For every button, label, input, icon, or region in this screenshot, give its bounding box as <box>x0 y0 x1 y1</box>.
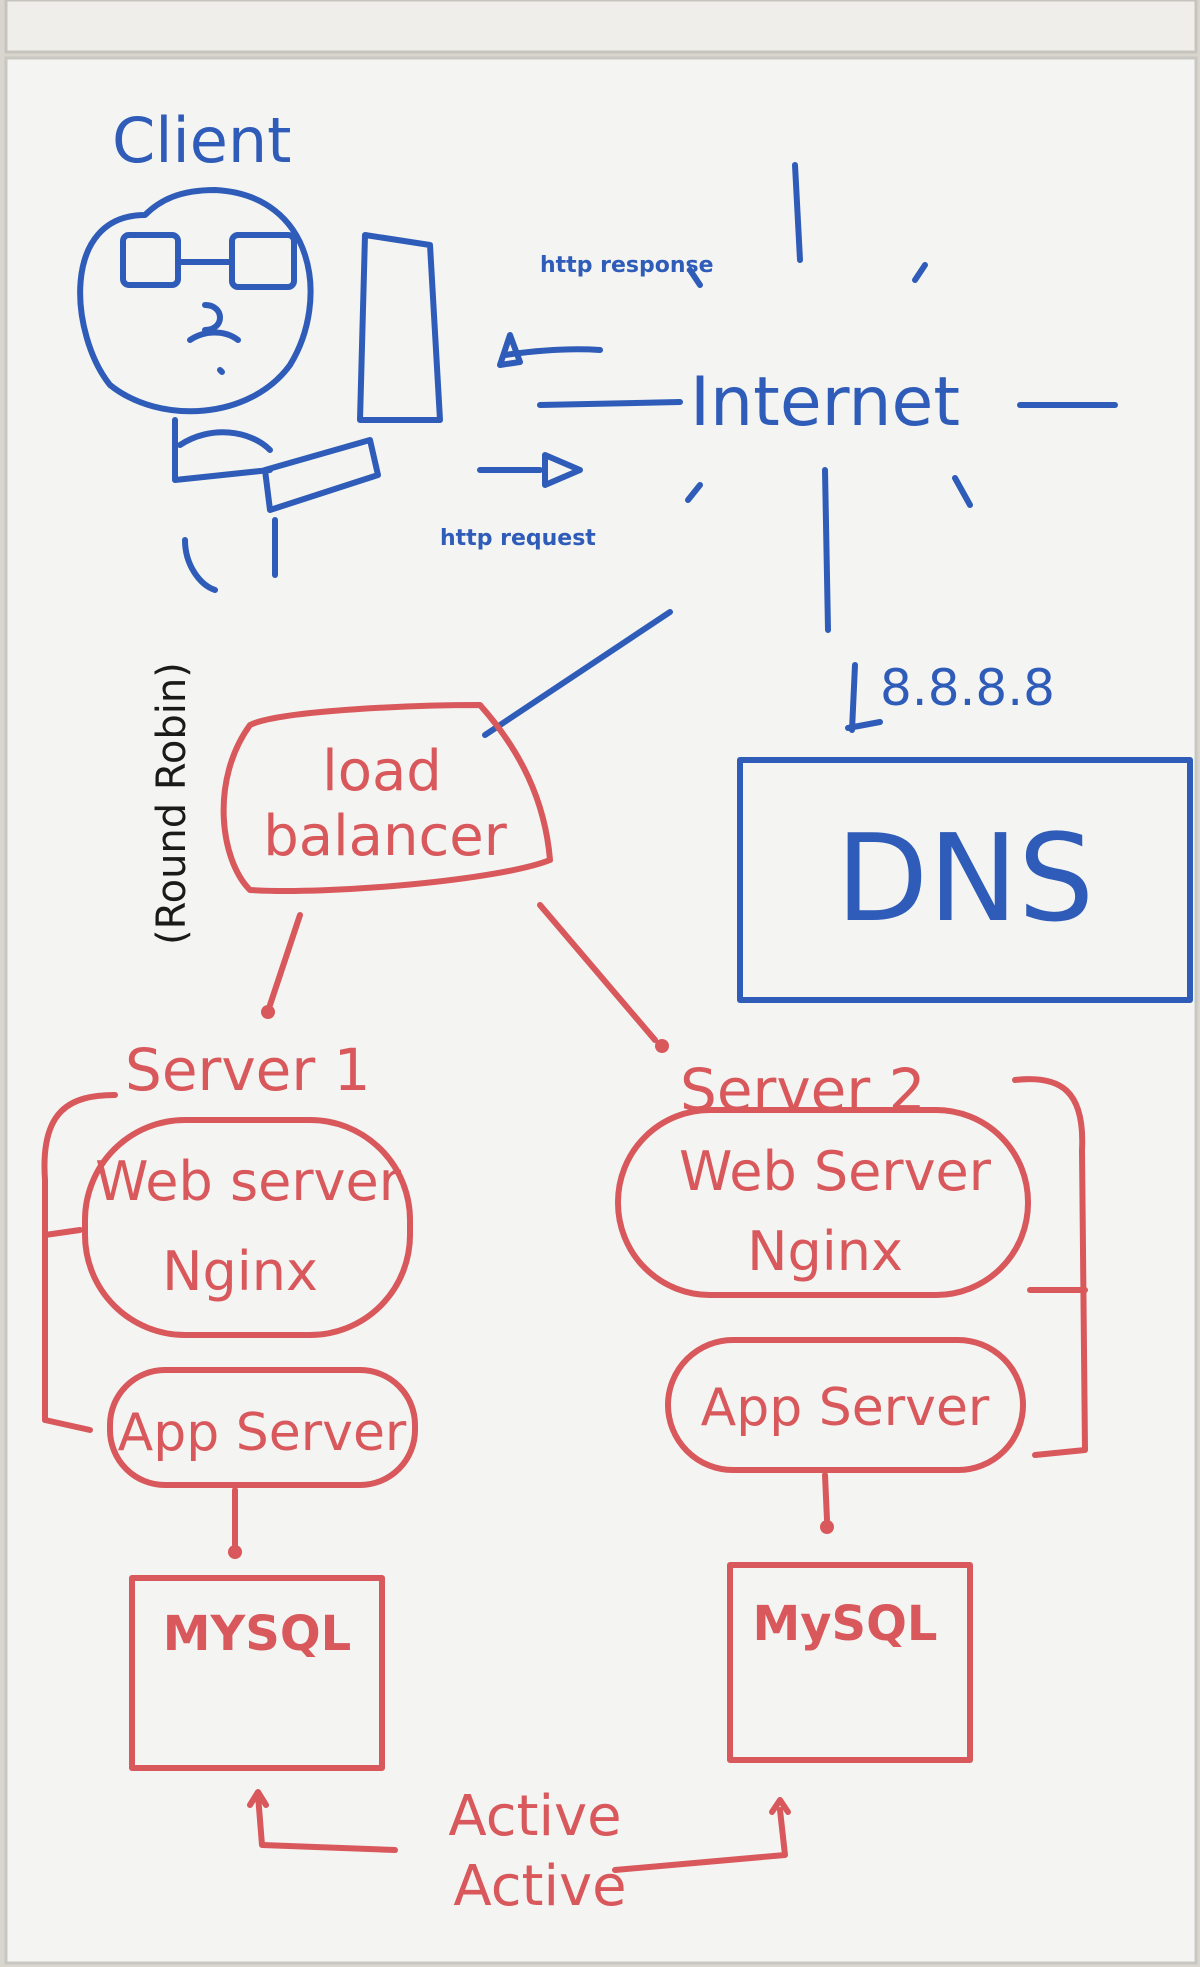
server1-web-line1: Web server <box>95 1150 402 1213</box>
server2-app-label: App Server <box>701 1378 990 1438</box>
server1-db-connector <box>228 1545 242 1559</box>
replication-arrow-left <box>247 1789 269 1808</box>
dns-node: 8.8.8.8 DNS <box>737 659 1193 1003</box>
server1-app-box <box>107 1367 418 1488</box>
dns-arrow-head <box>845 719 883 731</box>
server2-app-box <box>665 1337 1026 1473</box>
lb-label-line2: balancer <box>263 804 507 869</box>
load-balancer-node: load balancer (Round Robin) <box>149 662 553 945</box>
internet-node: Internet <box>537 162 1118 633</box>
internet-ray <box>537 399 683 408</box>
server2-web-line2: Nginx <box>747 1220 903 1283</box>
internet-ray <box>952 475 973 508</box>
server1-web-box <box>82 1117 413 1338</box>
server1-db-box <box>129 1575 385 1771</box>
server2-app-to-db <box>822 1472 830 1523</box>
request-arrow-head <box>542 452 583 488</box>
laptop-screen <box>357 232 443 423</box>
request-label-text: http request <box>440 526 596 551</box>
replication-arrow-right <box>769 1797 791 1815</box>
dns-arrow-line <box>849 662 858 733</box>
client-nose <box>202 302 223 333</box>
server2-db-box <box>727 1562 973 1763</box>
marker-tray <box>4 0 1198 54</box>
replication-link: Active Active <box>247 1784 791 1919</box>
server1-bracket-arrow <box>42 1417 93 1433</box>
server1-db-label: MYSQL <box>163 1606 351 1662</box>
response-arrow-head <box>497 332 523 368</box>
replication-line1: Active <box>448 1784 621 1849</box>
internet-ray <box>912 262 928 283</box>
lb-to-server2-head <box>655 1039 669 1053</box>
server1-group: Server 1 Web server Nginx App Server MYS… <box>41 1036 418 1771</box>
server2-web-box <box>615 1107 1031 1298</box>
internet-ray <box>685 482 703 503</box>
client-head <box>77 187 314 415</box>
internet-ray <box>792 162 803 263</box>
dns-label: DNS <box>836 810 1094 949</box>
server2-group: Server 2 Web Server Nginx App Server MyS… <box>615 1056 1088 1763</box>
lb-to-server2-line <box>537 902 658 1043</box>
internet-to-lb-link <box>482 609 673 738</box>
server1-app-label: App Server <box>118 1403 407 1463</box>
http-arrows: http response http request <box>440 253 714 551</box>
server1-web-line2: Nginx <box>162 1240 318 1303</box>
client-mustache <box>187 329 241 343</box>
server2-web-line1: Web Server <box>679 1140 992 1203</box>
lb-to-server1-line <box>267 912 303 1008</box>
laptop-keyboard <box>262 437 381 513</box>
client-mouth <box>217 367 225 375</box>
round-robin-note: (Round Robin) <box>149 662 195 945</box>
internet-label: Internet <box>690 363 960 442</box>
server2-title: Server 2 <box>680 1056 926 1124</box>
response-label: http response <box>540 253 714 278</box>
client-arm <box>177 429 273 453</box>
response-label-text: http response <box>540 253 714 278</box>
client-leg-left <box>182 537 218 593</box>
internet-ray <box>687 267 703 288</box>
replication-line2: Active <box>453 1854 626 1919</box>
client-figure: Client <box>77 104 443 593</box>
server1-bracket <box>41 1092 118 1423</box>
server2-db-label: MySQL <box>752 1596 937 1652</box>
lb-to-server1-head <box>261 1005 275 1019</box>
dns-ip: 8.8.8.8 <box>880 659 1055 717</box>
board-surface <box>4 56 1198 1965</box>
replication-line-right <box>612 1807 788 1873</box>
server2-db-connector <box>820 1520 834 1534</box>
server1-title: Server 1 <box>125 1036 371 1104</box>
server1-bracket-tick <box>42 1227 83 1238</box>
lb-label-line1: load <box>322 739 442 804</box>
load-balancer-shape <box>220 702 553 894</box>
client-label: Client <box>112 104 292 177</box>
server2-bracket <box>1012 1076 1088 1458</box>
request-label: http request <box>440 526 596 551</box>
dns-box <box>737 757 1193 1003</box>
replication-line-left <box>255 1792 398 1853</box>
client-torso <box>172 417 273 483</box>
internet-ray <box>822 467 831 633</box>
